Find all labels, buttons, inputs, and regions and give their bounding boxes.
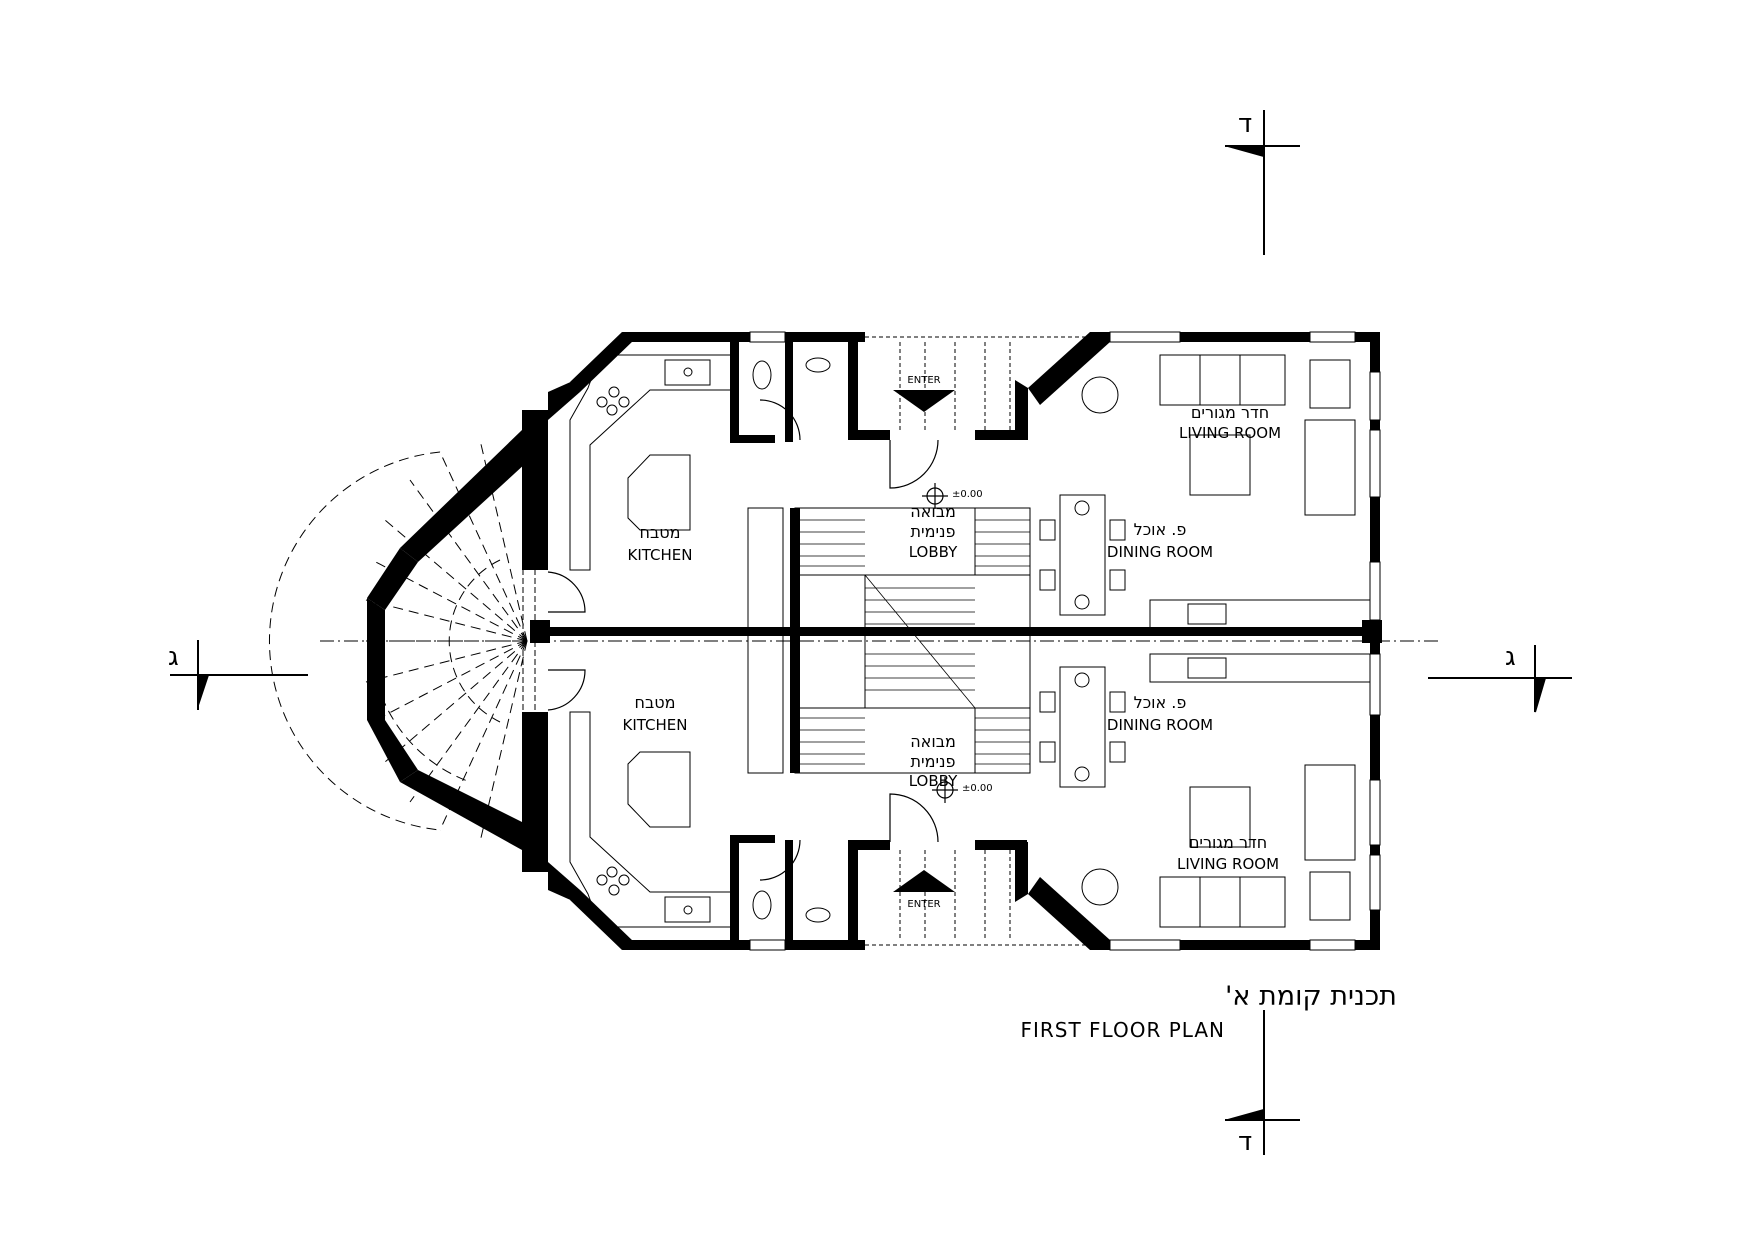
windows — [749, 331, 1381, 951]
kitchen-hebrew-label: מטבח — [640, 523, 681, 542]
section-mark-left-label: ג — [168, 642, 179, 672]
stair-wall — [790, 508, 800, 773]
lobby-label: LOBBY — [909, 543, 958, 561]
enter-label: ENTER — [907, 899, 940, 910]
lobby-label: LOBBY — [909, 772, 958, 790]
fan-lines — [269, 439, 528, 843]
living-hebrew-label: חדר מגורים — [1191, 403, 1269, 422]
section-marker-left — [170, 640, 308, 710]
level-markers — [922, 483, 958, 803]
lobby-hebrew-label: מבואה — [910, 732, 956, 751]
dining-hebrew-label: פ. אוכל — [1134, 693, 1187, 712]
living-label: LIVING ROOM — [1177, 855, 1279, 873]
bay-window-walls — [367, 430, 538, 850]
unit-top-labels: מטבח KITCHEN מבואה פנימית LOBBY פ. אוכל … — [628, 375, 1282, 564]
dining-label: DINING ROOM — [1107, 716, 1213, 734]
doors — [547, 399, 939, 881]
entrance-steps — [865, 336, 1090, 946]
unit-bottom-labels: מטבח KITCHEN מבואה פנימית LOBBY פ. אוכל … — [623, 693, 1280, 910]
dining-sets — [1039, 494, 1126, 788]
drawing-title-hebrew: תכנית קומת א' — [1225, 981, 1397, 1012]
stove-icons — [596, 386, 630, 896]
entry-arrow-bottom — [893, 870, 955, 892]
living-furniture — [747, 354, 1371, 928]
entry-arrow-top — [893, 390, 955, 412]
wc-fixtures — [752, 357, 831, 923]
section-marker-top — [1225, 110, 1300, 255]
section-mark-top-label: ד — [1238, 109, 1252, 139]
exterior-walls — [530, 332, 1382, 950]
dining-hebrew-label: פ. אוכל — [1134, 520, 1187, 539]
section-mark-bottom-label: ד — [1238, 1127, 1252, 1157]
kitchen-label: KITCHEN — [623, 716, 688, 734]
living-hebrew-label: חדר מגורים — [1189, 833, 1267, 852]
kitchen-counter-bottom — [569, 711, 736, 928]
drawing-title: FIRST FLOOR PLAN — [1020, 1018, 1225, 1042]
kitchen-label: KITCHEN — [628, 546, 693, 564]
level-label: ±0.00 — [952, 489, 983, 500]
lobby-hebrew-label: מבואה — [910, 502, 956, 521]
level-label: ±0.00 — [962, 783, 993, 794]
enter-label: ENTER — [907, 375, 940, 386]
dining-label: DINING ROOM — [1107, 543, 1213, 561]
kitchen-counter-top — [569, 354, 736, 571]
kitchen-hebrew-label: מטבח — [635, 693, 676, 712]
lobby-hebrew-label-2: פנימית — [911, 522, 956, 541]
section-marker-right — [1428, 645, 1572, 713]
interior-walls — [522, 332, 1110, 950]
living-label: LIVING ROOM — [1179, 424, 1281, 442]
lobby-hebrew-label-2: פנימית — [911, 752, 956, 771]
section-marker-bottom — [1225, 1010, 1300, 1155]
section-mark-right-label: ג — [1505, 642, 1516, 672]
stairs — [794, 507, 1031, 774]
